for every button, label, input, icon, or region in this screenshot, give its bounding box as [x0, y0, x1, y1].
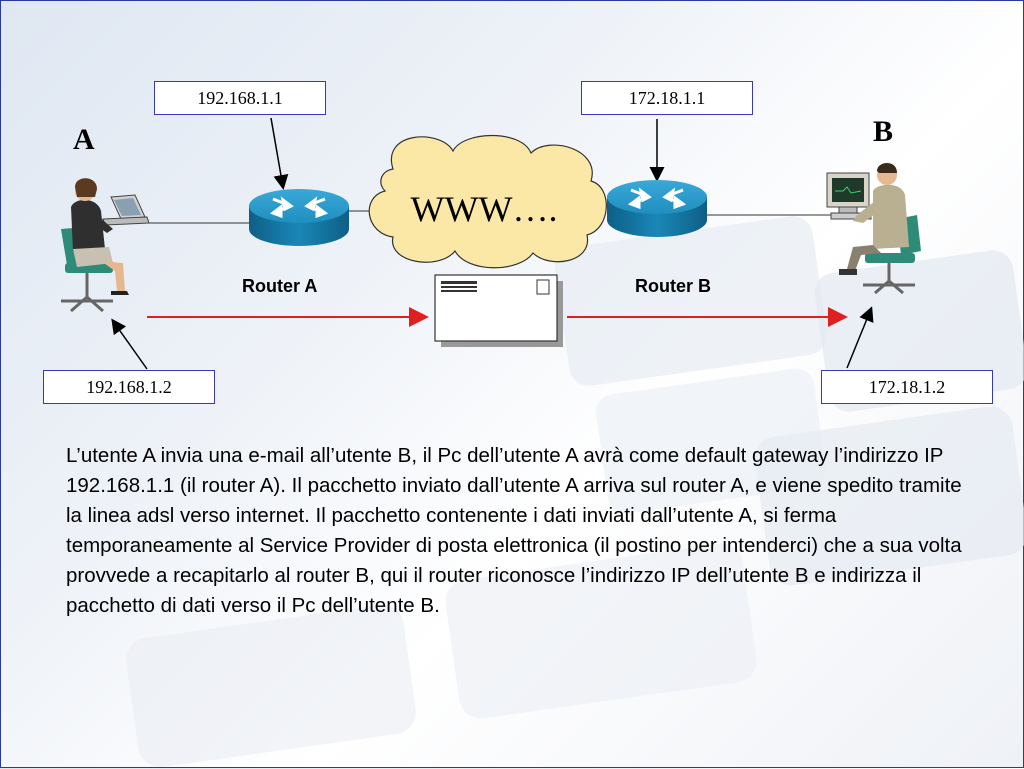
internet-cloud-icon — [368, 135, 607, 269]
envelope-packet-icon — [434, 274, 563, 347]
ip-box-user-b: 172.18.1.2 — [821, 370, 993, 404]
pointer-ip-router-a — [270, 117, 289, 190]
cloud-label: WWW…. — [411, 189, 558, 229]
user-b-person-icon — [826, 163, 921, 295]
user-a-person-icon — [61, 178, 150, 313]
pointer-ip-user-b — [846, 306, 874, 369]
router-a-label: Router A — [242, 276, 318, 296]
user-b-label: B — [873, 115, 894, 148]
router-b-icon — [607, 180, 707, 237]
router-b-label: Router B — [635, 276, 711, 296]
ip-box-router-a: 192.168.1.1 — [154, 81, 326, 115]
pointer-ip-user-a — [111, 318, 148, 370]
router-a-icon — [249, 189, 349, 246]
user-a-label: A — [73, 123, 95, 156]
description-text: L’utente A invia una e-mail all’utente B… — [66, 444, 962, 617]
ip-box-user-a: 192.168.1.2 — [43, 370, 215, 404]
ip-box-router-b: 172.18.1.1 — [581, 81, 753, 115]
network-diagram: WWW…. — [61, 117, 921, 370]
